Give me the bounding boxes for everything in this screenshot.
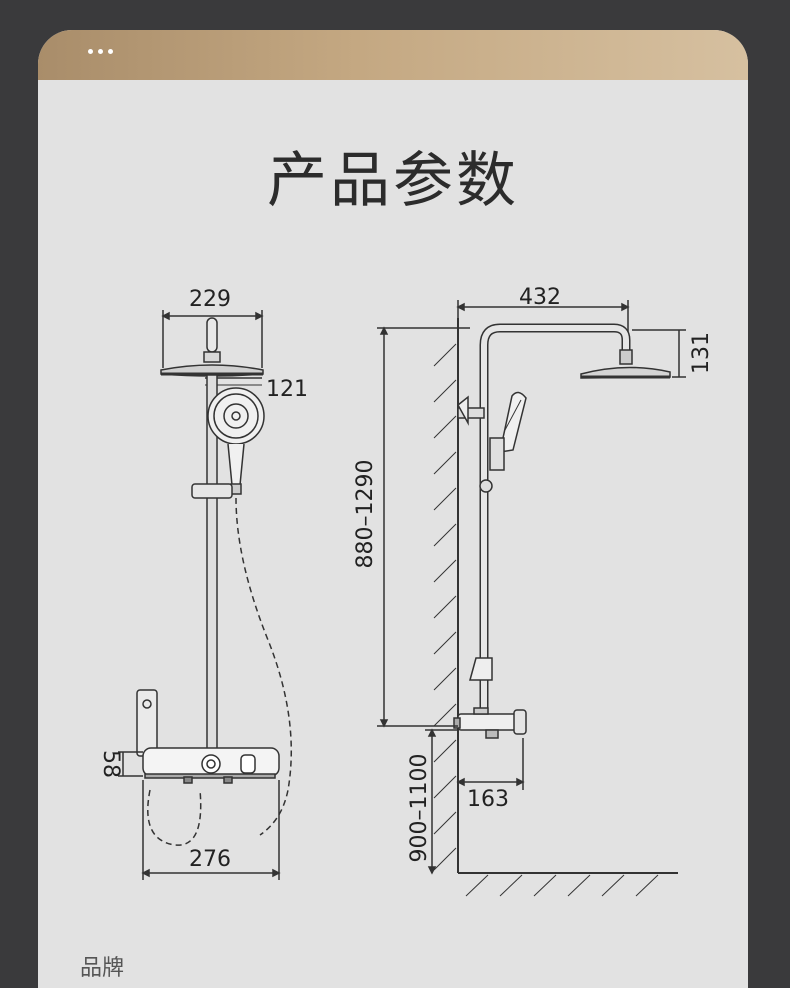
front-view: 229 121 [98, 287, 308, 880]
dim-arm-length: 432 [519, 285, 561, 310]
side-view: 432 131 880–1290 [353, 285, 714, 897]
dim-shelf-width: 276 [189, 847, 231, 872]
dim-handshower: 121 [266, 377, 308, 402]
spec-card: 产品参数 品牌 [38, 30, 748, 988]
dim-head-height: 131 [689, 332, 714, 374]
brand-label: 品牌 [80, 956, 125, 981]
dim-shelf-depth: 163 [467, 787, 509, 812]
dim-column-height: 880–1290 [353, 460, 378, 569]
card-header [38, 30, 748, 80]
page-title: 产品参数 [267, 146, 519, 216]
dim-head-width: 229 [189, 287, 231, 312]
dim-shelf-height: 58 [98, 750, 123, 778]
more-dots-icon[interactable] [88, 49, 113, 54]
dim-mount-height: 900–1100 [407, 754, 432, 863]
